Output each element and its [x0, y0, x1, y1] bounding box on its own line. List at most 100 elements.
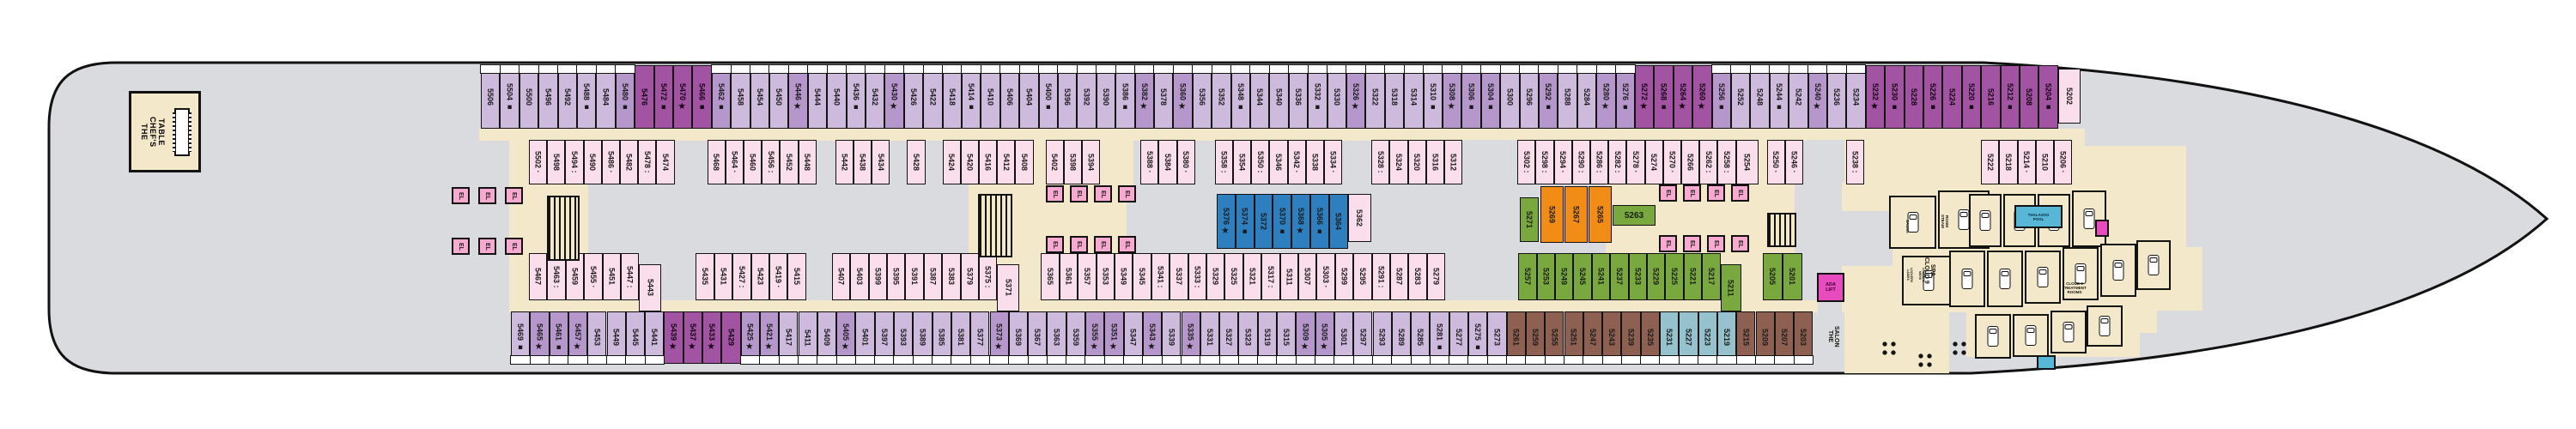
cabin-number: 5418: [947, 88, 957, 106]
cabin-number: 5269: [1547, 205, 1557, 224]
open-void: [1807, 140, 1844, 183]
elevator: EL: [1683, 184, 1701, 202]
cabin-5458: 5458: [730, 64, 751, 129]
cabin-5452: 5452: [780, 140, 799, 184]
cabin-number: 5258 :: [1722, 151, 1731, 173]
chefs-table-icon: [173, 107, 191, 156]
cabin-5209: 5209: [1754, 311, 1776, 365]
cabin-5241: 5241: [1591, 253, 1611, 300]
cabin-5296: 5296: [1519, 64, 1540, 129]
cabin-5367: 5367: [1027, 311, 1048, 365]
cabin-number: 5490: [588, 153, 598, 172]
cabin-number: 5351 ★: [1109, 323, 1119, 352]
cabin-number: 5341 :: [1156, 265, 1165, 288]
cabin-number: 5476: [640, 88, 649, 106]
cabin-5410: 5410: [980, 64, 1001, 129]
cabin-5429: 5429: [721, 311, 741, 364]
cabin-5446: 5446 ★: [787, 64, 809, 129]
cabin-5369: 5369: [1008, 311, 1029, 365]
cabin-5488: 5488 ■: [576, 64, 597, 129]
elevator: EL: [1046, 236, 1064, 253]
cabin-number: 5382 ★: [1139, 82, 1149, 112]
cabin-number: 5301: [1340, 329, 1349, 347]
elevator: EL: [1118, 185, 1136, 202]
cabin-number: 5210: [2040, 153, 2050, 172]
cabin-number: 5407: [836, 268, 846, 286]
cabin-number: 5451: [607, 268, 617, 286]
cabin-5255: 5255: [1544, 311, 1565, 365]
cabin-5460: 5460: [744, 140, 762, 184]
cabin-5457: 5457 ★: [568, 311, 588, 365]
cabin-number: 5300: [1505, 88, 1515, 106]
cabin-number: 5472 ■: [659, 82, 668, 112]
cabin-5343: 5343 ★: [1142, 311, 1163, 365]
cabin-number: 5392: [1082, 88, 1091, 106]
cabin-5385: 5385: [932, 311, 952, 365]
ada-lift: ADA LIFT: [1817, 273, 1844, 302]
cabin-number: 5215: [1741, 329, 1751, 347]
cabin-number: 5446 ★: [793, 82, 803, 112]
cabin-number: 5216: [1986, 88, 1996, 106]
cabin-5400: 5400 ■: [1038, 64, 1059, 129]
cabin-number: 5228: [1909, 88, 1918, 106]
cabin-5295: 5295: [1353, 253, 1372, 300]
cabin-number: 5399: [873, 268, 883, 286]
cabin-5352: 5352: [1211, 64, 1232, 129]
elevator-label: EL: [1713, 239, 1719, 248]
cabin-number: 5288: [1563, 88, 1572, 106]
spa-treatment-room: [2136, 240, 2171, 290]
cabin-5325: 5325: [1224, 253, 1243, 300]
cabin-number: 5331: [1205, 329, 1214, 347]
cabin-number: 5261: [1511, 329, 1521, 347]
cabin-number: 5348 ■: [1236, 82, 1245, 112]
cabin-number: 5264 ★: [1678, 82, 1687, 112]
cabin-number: 5343 ★: [1148, 323, 1157, 352]
cabin-number: 5260 ★: [1698, 82, 1707, 112]
cabin-number: 5427 :: [737, 265, 746, 288]
cabin-5232: 5232 ★: [1865, 65, 1886, 129]
cabin-number: 5474: [660, 153, 670, 172]
cloud9-spa-label: CLOUD 9 SPA: [1923, 257, 1935, 284]
salon-label: THE SALON: [1827, 326, 1839, 347]
cabin-number: 5403: [854, 268, 864, 286]
cabin-number: 5292 ■: [1544, 82, 1553, 112]
cabin-5347: 5347: [1123, 311, 1144, 365]
cabin-number: 5377: [975, 329, 985, 347]
open-void: [1796, 211, 1893, 266]
cabin-number: 5386 ■: [1121, 82, 1130, 112]
spa-treatment-room: [2087, 305, 2123, 347]
elevator: EL: [1094, 236, 1112, 253]
cabin-number: 5504 ■: [505, 82, 514, 112]
cabin-5492: 5492: [557, 64, 578, 129]
cabin-number: 5443: [646, 279, 655, 297]
cabin-5330: 5330: [1327, 64, 1347, 129]
cabin-number: 5420: [965, 153, 975, 172]
spa-treatment-room: [2025, 251, 2061, 304]
cabin-number: 5486 ·: [606, 151, 616, 173]
cabin-5421: 5421 ★: [759, 311, 780, 365]
cabin-5474: 5474: [656, 140, 675, 184]
cabin-number: 5447 :: [625, 265, 635, 288]
cabin-number: 5259: [1531, 329, 1540, 347]
cabin-5419: 5419 ·: [769, 253, 788, 300]
cabin-number: 5390: [1101, 88, 1110, 106]
cabin-5490: 5490: [583, 140, 602, 184]
cabin-number: 5203: [1799, 329, 1808, 347]
cabin-5377: 5377: [969, 311, 991, 365]
cabin-5320: 5320: [1407, 140, 1426, 184]
cabin-5322: 5322: [1364, 64, 1386, 129]
cabin-number: 5428: [911, 153, 920, 172]
cabin-number: 5480 ■: [620, 82, 629, 112]
cabin-number: 5330: [1332, 88, 1341, 106]
cabin-number: 5284: [1582, 88, 1591, 106]
cabin-5341: 5341 :: [1151, 253, 1170, 300]
cabin-5229: 5229: [1647, 253, 1666, 300]
cabin-number: 5295: [1358, 268, 1367, 286]
cabin-5283: 5283: [1408, 253, 1427, 300]
cabin-number: 5266: [1686, 153, 1695, 172]
cabin-5472: 5472 ■: [653, 65, 673, 129]
cabin-number: 5296: [1524, 88, 1534, 106]
cabin-5462: 5462 ■: [711, 64, 732, 129]
cabin-number: 5423: [756, 268, 765, 286]
cabin-5225: 5225: [1665, 253, 1684, 300]
